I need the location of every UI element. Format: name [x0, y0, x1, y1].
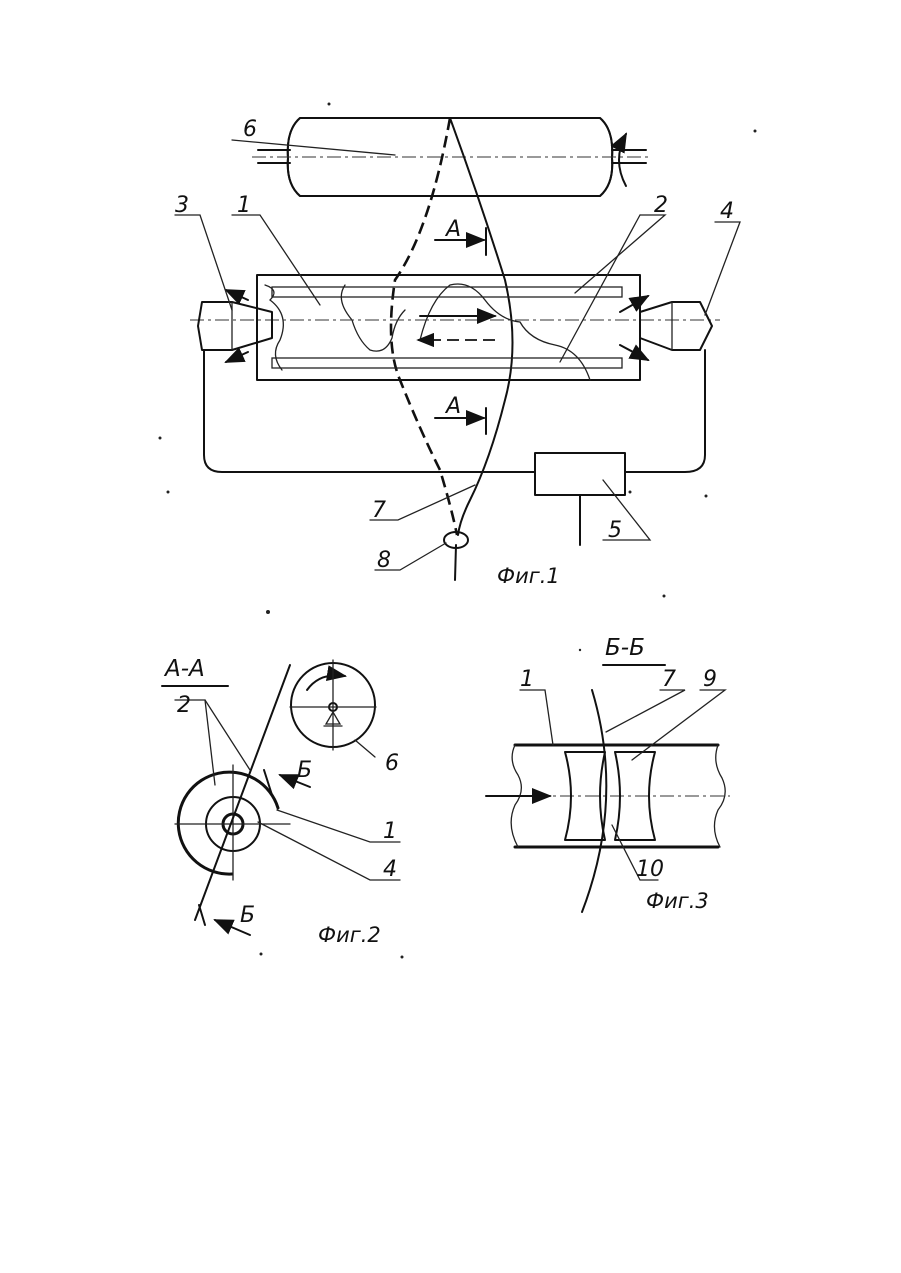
- section-mark-b-lower: Б: [199, 903, 255, 935]
- label-1: 1: [237, 193, 251, 218]
- section-letter: Б: [297, 758, 312, 783]
- housing-cross-section: [175, 765, 290, 880]
- label-1: 1: [520, 667, 534, 692]
- section-mark-b-upper: Б: [264, 758, 312, 795]
- nozzle-left: [198, 290, 272, 362]
- label-6: 6: [243, 117, 257, 142]
- label-8: 8: [377, 548, 391, 573]
- label-4: 4: [383, 857, 397, 882]
- label-6: 6: [385, 751, 399, 776]
- yarn-path: [582, 690, 606, 912]
- label-2: 2: [177, 693, 191, 718]
- figure-2: А-А Б Б: [162, 656, 400, 947]
- section-mark-a-upper: А: [435, 217, 486, 255]
- label-4: 4: [720, 199, 734, 224]
- figure-1-caption: Фиг.1: [497, 564, 560, 588]
- control-unit: [535, 453, 625, 495]
- label-7: 7: [372, 498, 386, 523]
- section-letter: Б: [240, 903, 255, 928]
- label-7: 7: [662, 667, 676, 692]
- label-1: 1: [383, 819, 397, 844]
- nozzle-right: [620, 296, 712, 360]
- package-cross-section: [290, 660, 376, 750]
- figure-2-caption: Фиг.2: [318, 923, 381, 947]
- label-3: 3: [175, 193, 189, 218]
- bobbin-package: [252, 118, 652, 196]
- figure-3-caption: Фиг.3: [646, 889, 709, 913]
- section-letter: А: [444, 217, 461, 242]
- figure-3: Б-Б 1 7 9 10 Фиг.3: [486, 635, 730, 913]
- tube-section: [486, 745, 730, 847]
- label-9: 9: [703, 667, 717, 692]
- label-5: 5: [608, 518, 622, 543]
- figure-3-section-title: Б-Б: [605, 635, 645, 661]
- figure-1: А А 6 3 1 2 4 7 5 8 Фиг.1: [175, 117, 740, 588]
- label-2: 2: [654, 193, 668, 218]
- yarn-path: [195, 665, 290, 920]
- section-mark-a-lower: А: [435, 394, 486, 434]
- section-letter: А: [444, 394, 461, 419]
- label-10: 10: [636, 857, 664, 882]
- figure-2-section-title: А-А: [163, 656, 205, 682]
